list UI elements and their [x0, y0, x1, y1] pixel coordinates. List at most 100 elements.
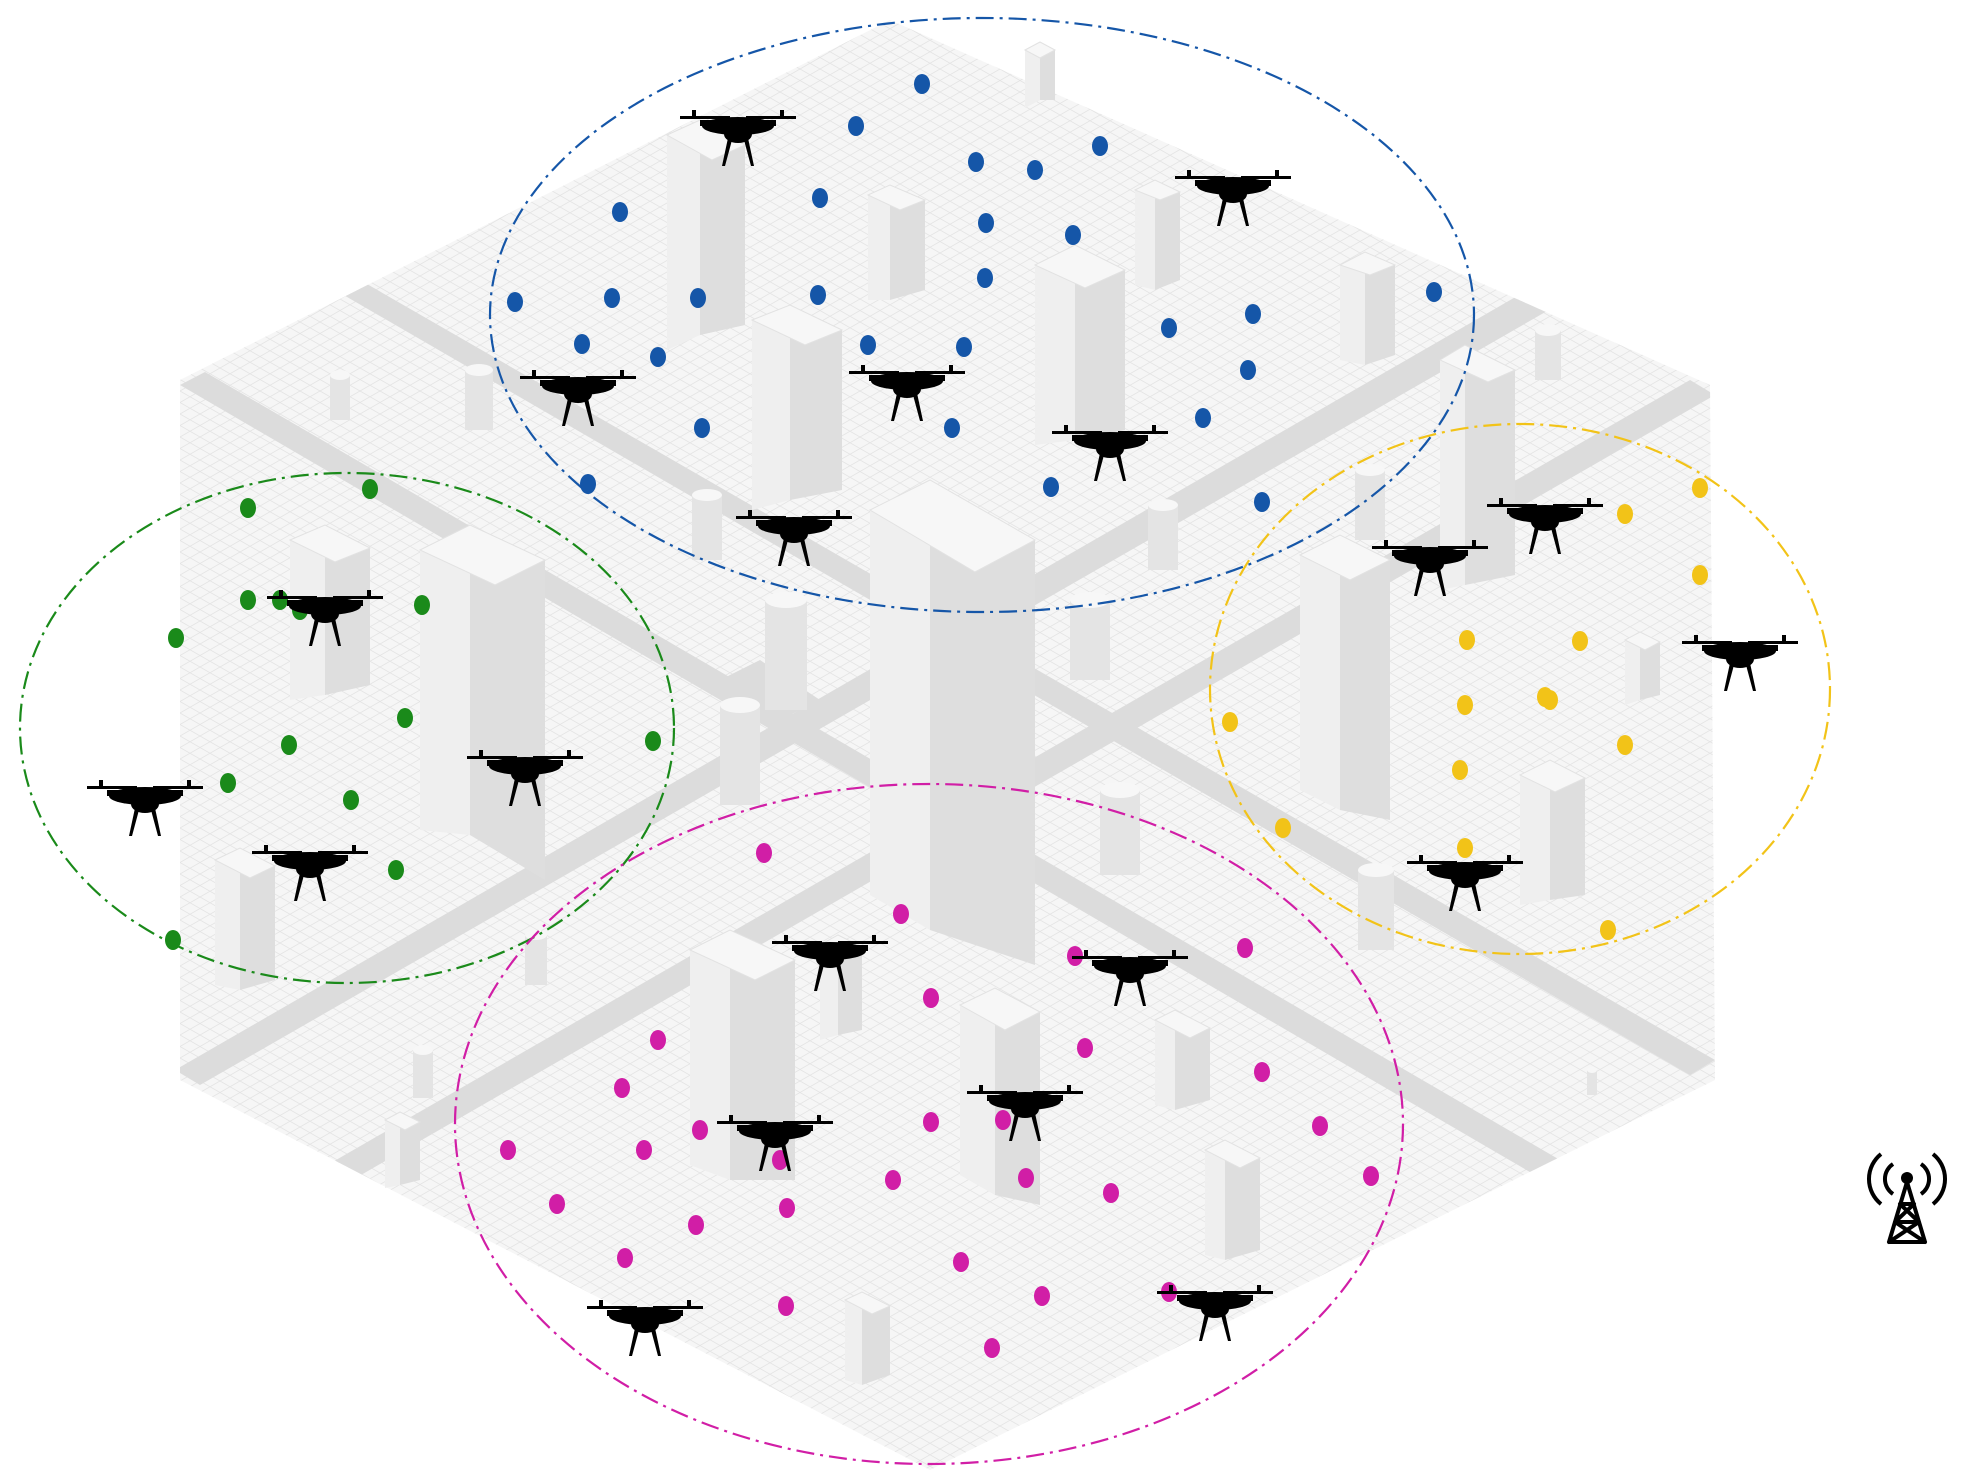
cylinder-building — [525, 930, 547, 985]
blue-user-marker — [694, 418, 710, 438]
magenta-user-marker — [1237, 938, 1253, 958]
buildings — [213, 41, 1662, 1385]
yellow-user-marker — [1600, 920, 1616, 940]
building — [1133, 179, 1182, 290]
cluster-boundaries — [18, 16, 1832, 1466]
blue-user-marker — [1195, 408, 1211, 428]
cylinder-building — [1100, 782, 1140, 875]
blue-user-marker — [810, 285, 826, 305]
yellow-cluster-boundary — [1208, 422, 1832, 956]
blue-user-marker — [914, 74, 930, 94]
blue-user-marker — [690, 288, 706, 308]
building — [1518, 759, 1587, 905]
blue-user-marker — [580, 474, 596, 494]
cylinder-building — [765, 592, 807, 710]
blue-user-marker — [860, 335, 876, 355]
yellow-user-marker — [1457, 838, 1473, 858]
magenta-user-marker — [650, 1030, 666, 1050]
blue-user-marker — [848, 116, 864, 136]
magenta-user-marker — [1254, 1062, 1270, 1082]
magenta-user-marker — [1363, 1166, 1379, 1186]
building — [1338, 251, 1397, 365]
cylinder-building — [330, 370, 350, 420]
yellow-user-marker — [1692, 478, 1708, 498]
cylinder-building — [1355, 464, 1385, 540]
blue-user-marker — [604, 288, 620, 308]
yellow-user-marker — [1222, 712, 1238, 732]
cylinder-building — [1587, 1067, 1597, 1095]
magenta-user-marker — [756, 843, 772, 863]
blue-user-marker — [968, 152, 984, 172]
green-user-marker — [272, 590, 288, 610]
magenta-user-marker — [984, 1338, 1000, 1358]
magenta-user-marker — [617, 1248, 633, 1268]
yellow-user-marker — [1537, 687, 1553, 707]
magenta-user-marker — [778, 1296, 794, 1316]
blue-user-marker — [1043, 477, 1059, 497]
blue-cluster-boundary — [488, 16, 1476, 614]
magenta-user-marker — [885, 1170, 901, 1190]
building — [1623, 631, 1662, 705]
magenta-user-marker — [779, 1198, 795, 1218]
yellow-user-marker — [1617, 735, 1633, 755]
magenta-user-marker — [953, 1252, 969, 1272]
cylinder-building — [1535, 324, 1561, 380]
building — [1203, 1139, 1262, 1260]
building — [1023, 41, 1057, 108]
building — [1033, 244, 1127, 445]
building — [418, 524, 547, 880]
blue-user-marker — [1245, 304, 1261, 324]
ground-users — [165, 74, 1708, 1358]
magenta-user-marker — [1103, 1183, 1119, 1203]
cylinder-building — [1358, 863, 1394, 950]
cylinder-building — [720, 697, 760, 805]
building — [383, 1111, 422, 1188]
building — [866, 184, 927, 300]
yellow-user-marker — [1459, 630, 1475, 650]
magenta-user-marker — [1312, 1116, 1328, 1136]
building — [843, 1291, 892, 1385]
magenta-user-marker — [923, 1112, 939, 1132]
cylinder-building — [465, 364, 493, 430]
blue-user-marker — [1161, 318, 1177, 338]
magenta-user-marker — [1018, 1168, 1034, 1188]
blue-user-marker — [612, 202, 628, 222]
cylinder-building — [692, 489, 722, 560]
blue-user-marker — [978, 213, 994, 233]
magenta-user-marker — [549, 1194, 565, 1214]
yellow-user-marker — [1452, 760, 1468, 780]
building — [1298, 534, 1392, 820]
building — [213, 847, 277, 990]
blue-user-marker — [812, 188, 828, 208]
magenta-user-marker — [893, 904, 909, 924]
green-user-marker — [645, 731, 661, 751]
magenta-user-marker — [636, 1140, 652, 1160]
yellow-user-marker — [1617, 504, 1633, 524]
green-user-marker — [388, 860, 404, 880]
blue-user-marker — [1240, 360, 1256, 380]
blue-user-marker — [574, 334, 590, 354]
blue-user-marker — [956, 337, 972, 357]
blue-user-marker — [977, 268, 993, 288]
cylinder-building — [1148, 499, 1178, 570]
blue-user-marker — [1065, 225, 1081, 245]
blue-user-marker — [507, 292, 523, 312]
green-cluster-boundary — [18, 471, 676, 985]
yellow-user-marker — [1572, 631, 1588, 651]
building — [665, 119, 747, 350]
magenta-user-marker — [692, 1120, 708, 1140]
blue-user-marker — [1254, 492, 1270, 512]
magenta-user-marker — [1034, 1286, 1050, 1306]
green-user-marker — [362, 479, 378, 499]
cell-tower-icon — [1867, 1152, 1947, 1244]
cylinder-building — [413, 1045, 433, 1098]
building — [750, 304, 844, 510]
green-user-marker — [168, 628, 184, 648]
blue-user-marker — [1426, 282, 1442, 302]
green-user-marker — [165, 930, 181, 950]
magenta-user-marker — [688, 1215, 704, 1235]
building — [688, 929, 797, 1180]
blue-user-marker — [1092, 136, 1108, 156]
green-user-marker — [343, 790, 359, 810]
